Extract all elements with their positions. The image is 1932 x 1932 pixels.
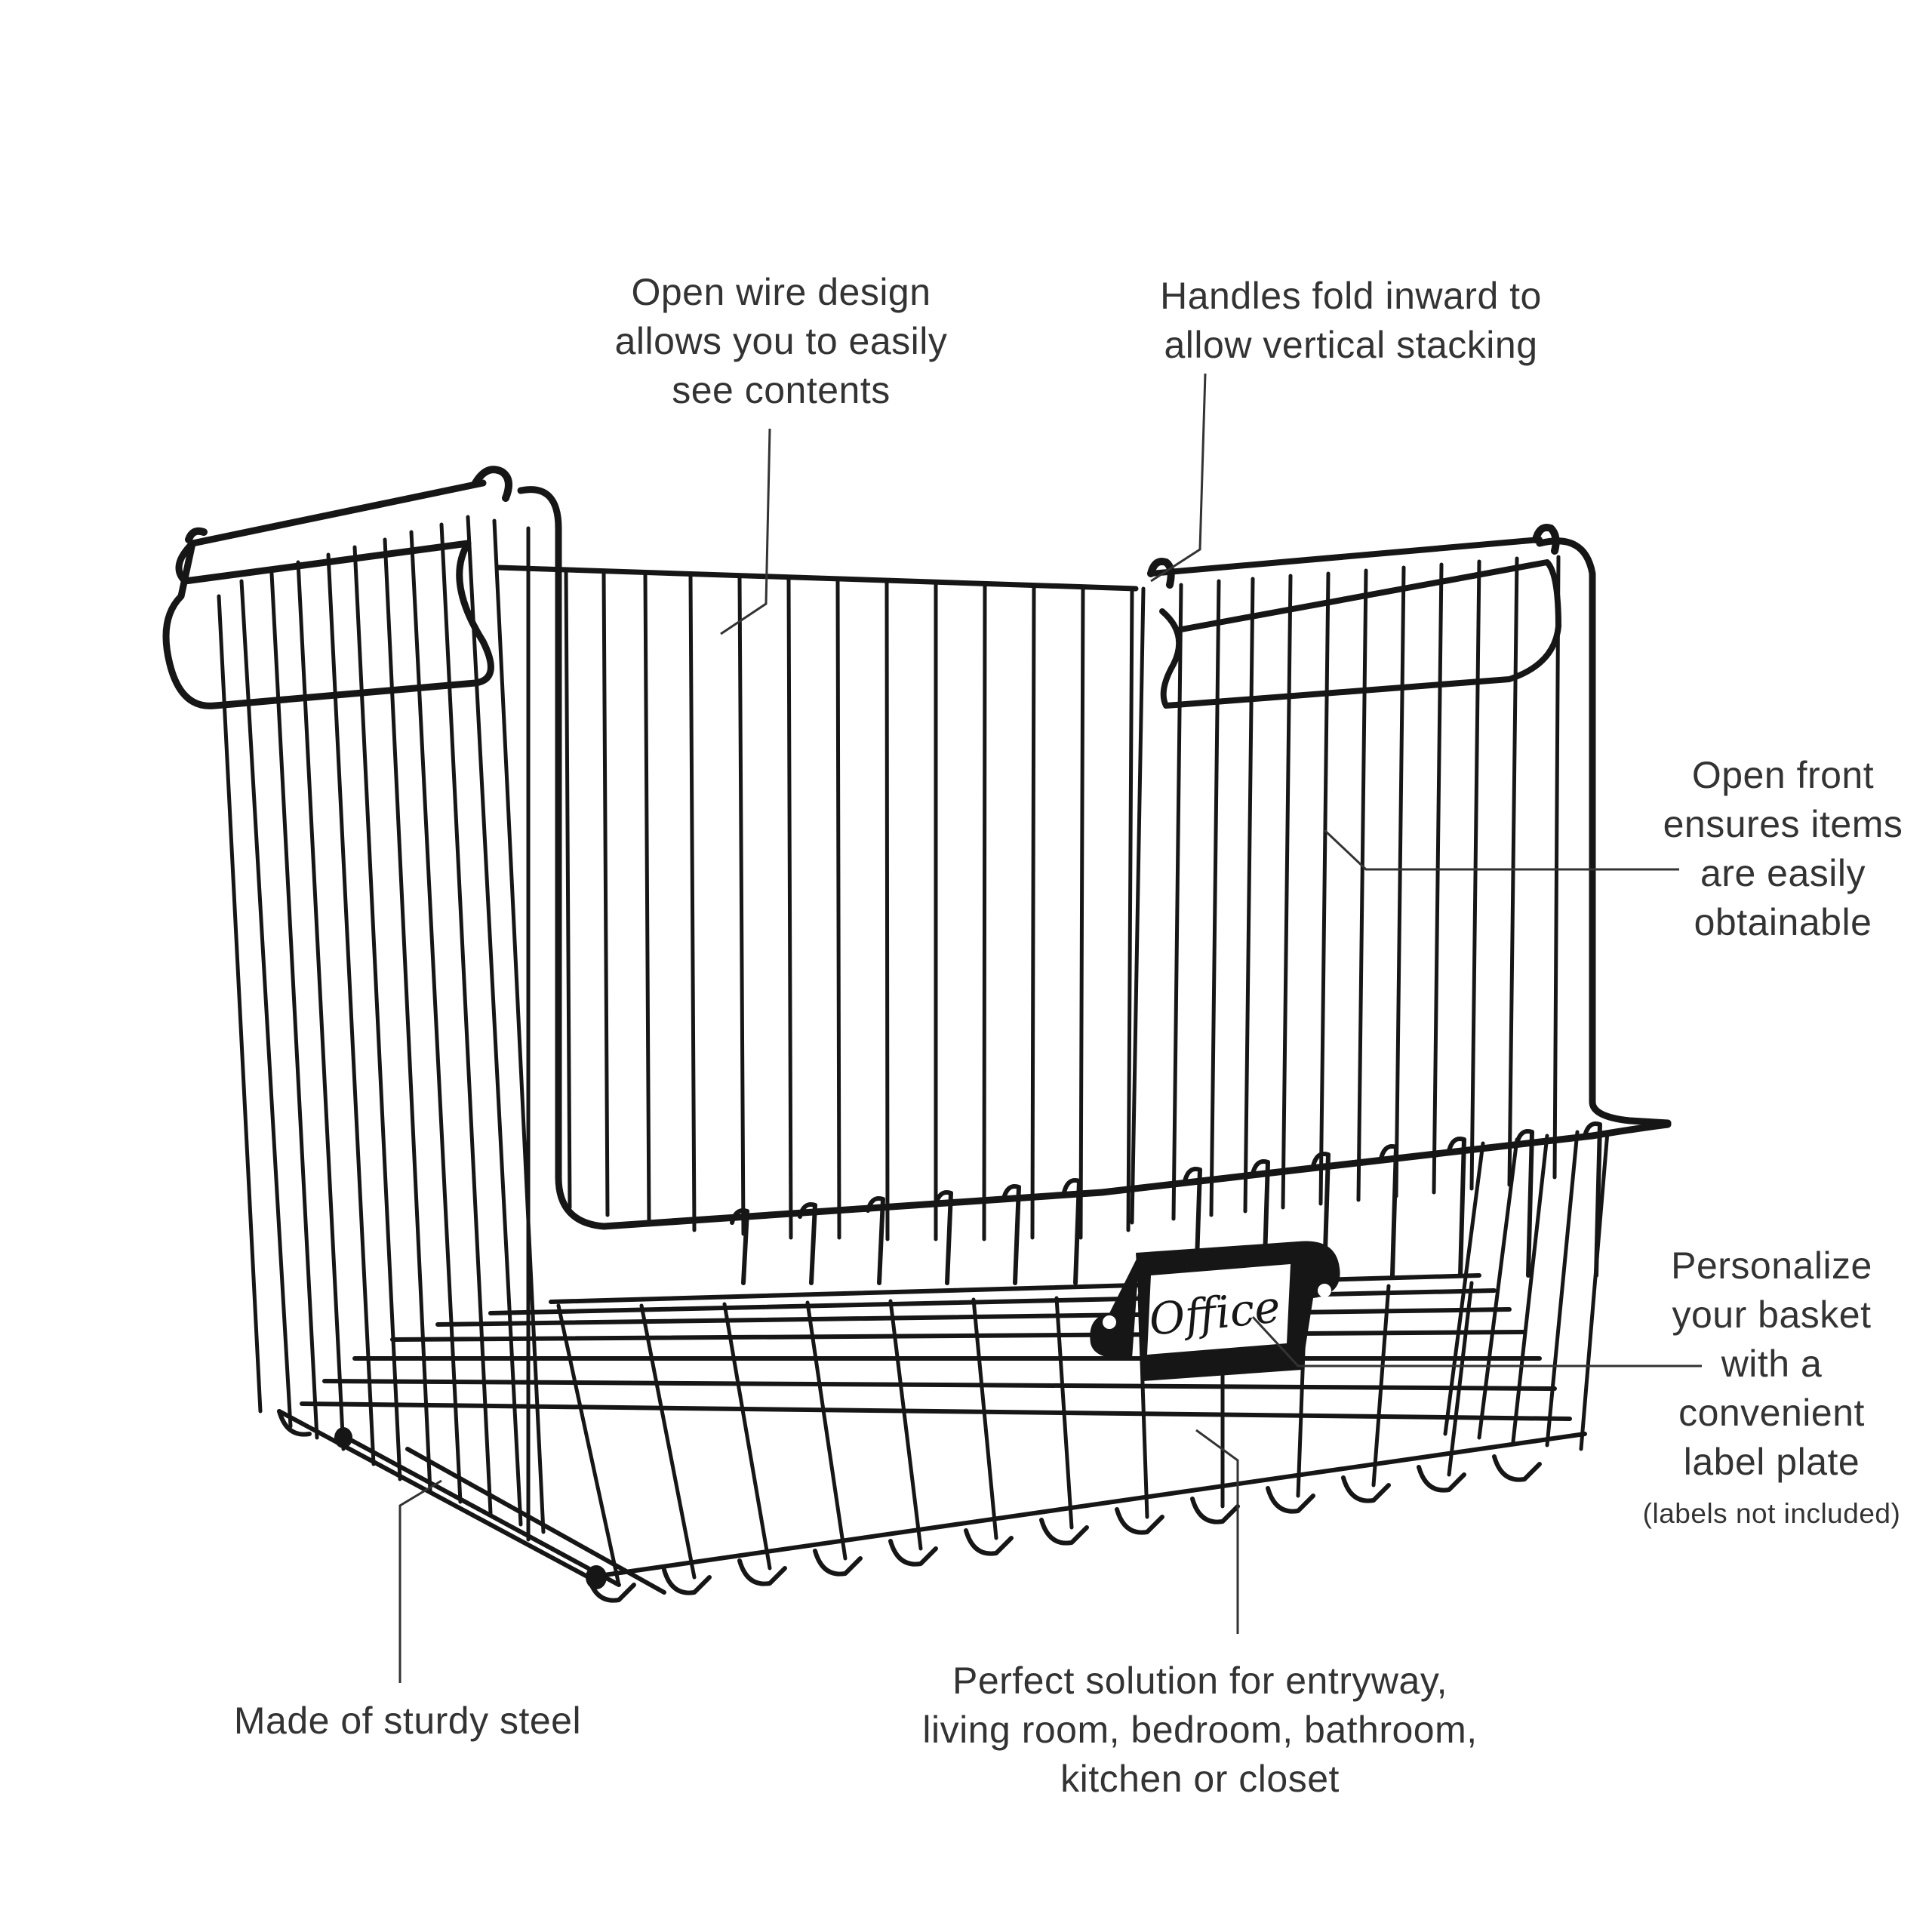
basket-wires — [162, 466, 1672, 1603]
leader-open-wire — [720, 428, 771, 635]
label-plate: Office — [1090, 1241, 1340, 1381]
callout-line: Open front — [1691, 754, 1875, 796]
callout-line: living room, bedroom, bathroom, — [922, 1709, 1478, 1751]
callout-line: with a — [1721, 1343, 1823, 1385]
callout-line: Personalize — [1671, 1244, 1872, 1287]
callout-personalize-label: Personalize your basket with a convenien… — [1623, 1241, 1921, 1537]
leader-rooms — [1195, 1429, 1239, 1634]
leader-open-front — [1323, 829, 1679, 871]
callout-open-front: Open front ensures items are easily obta… — [1649, 751, 1917, 947]
callout-line: Open wire design — [631, 271, 931, 313]
leader-lines — [398, 373, 1702, 1683]
callout-line: see contents — [672, 369, 891, 411]
callout-line: your basket — [1672, 1294, 1872, 1336]
callout-perfect-solution: Perfect solution for entryway, living ro… — [887, 1657, 1513, 1804]
callout-handles-fold: Handles fold inward to allow vertical st… — [1102, 272, 1600, 370]
callout-line: allow vertical stacking — [1164, 324, 1538, 366]
callout-line: kitchen or closet — [1060, 1758, 1340, 1800]
callout-sturdy-steel: Made of sturdy steel — [215, 1697, 600, 1746]
leader-steel — [398, 1479, 442, 1683]
callout-line: allows you to easily — [614, 320, 948, 362]
callout-line: Made of sturdy steel — [233, 1700, 582, 1742]
callout-line: obtainable — [1694, 901, 1872, 943]
leader-handles — [1150, 373, 1207, 583]
callout-line: are easily — [1700, 852, 1866, 894]
callout-line: label plate — [1683, 1441, 1860, 1483]
callout-footnote: (labels not included) — [1642, 1498, 1901, 1529]
callout-line: Perfect solution for entryway, — [952, 1660, 1447, 1702]
callout-line: Handles fold inward to — [1160, 275, 1542, 317]
callout-open-wire-design: Open wire design allows you to easily se… — [555, 268, 1008, 415]
leader-personalize — [1251, 1315, 1702, 1367]
callout-line: ensures items — [1663, 803, 1903, 845]
callout-line: convenient — [1678, 1392, 1865, 1434]
